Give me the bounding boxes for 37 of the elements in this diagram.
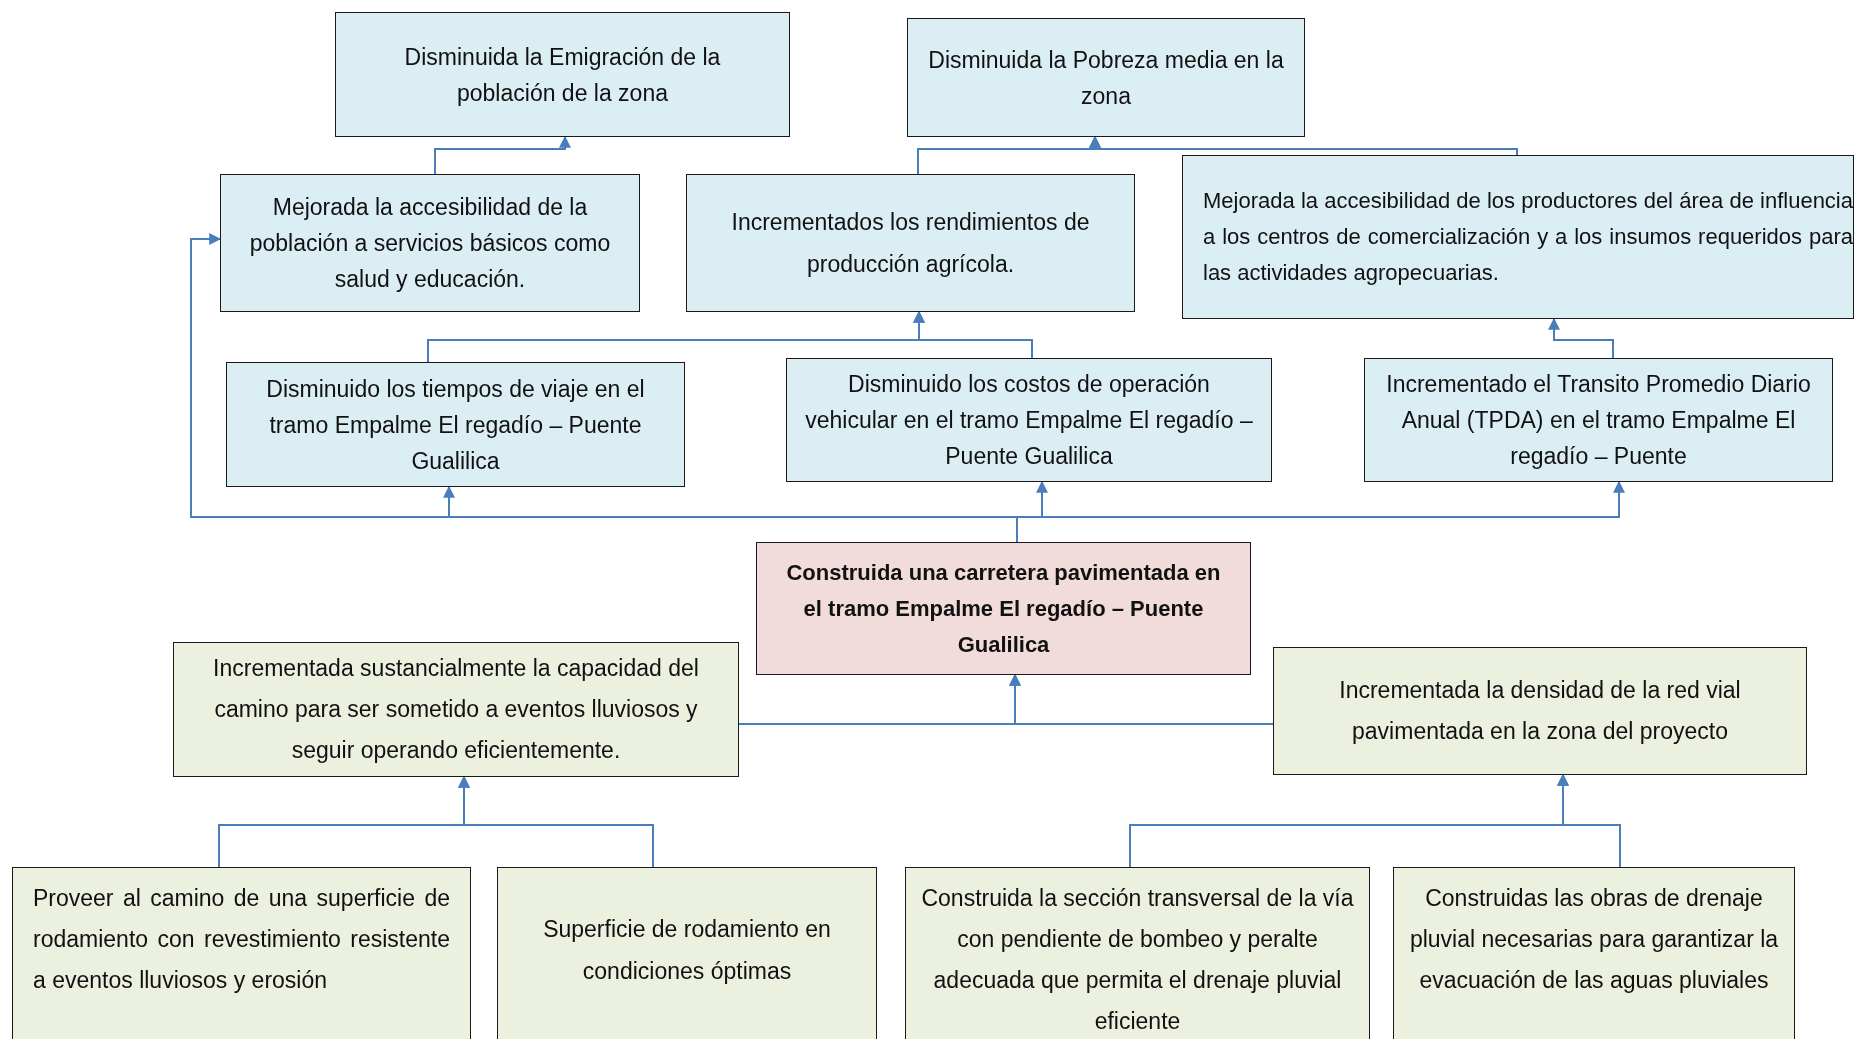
box-text: Disminuido los tiempos de viaje en el tramo Empalme El regadío – Puente Gualilica [265,374,646,476]
objective-box [905,867,1370,1039]
objective-box [12,867,471,1039]
objective-box [497,867,877,1039]
arrow [913,310,1033,359]
box-text: Construida una carretera pavimentada en el tramo Empalme El regadío – Puente Gualilica [785,558,1222,659]
arrow [1557,773,1621,868]
box-text: Construida la sección transversal de la vía con pendiente de bombeo y peralte adecuada que permita el drenaje pluvial eficiente [920,884,1355,1036]
objective-box [220,174,640,312]
box-text: Disminuida la Emigración de la población de la zona [403,42,722,108]
arrow [1548,317,1614,359]
objective-box [1364,358,1833,482]
objective-box [335,12,790,137]
box-text: Construidas las obras de drenaje pluvial necesarias para garantizar la evacuación de las aguas pluviales [1408,884,1780,995]
objective-box [1182,155,1854,319]
arrow [1089,135,1518,156]
goal-box [756,542,1251,675]
objective-box [907,18,1305,137]
box-text: Mejorada la accesibilidad de los productores del área de influencia a los centros de comercialización y a los insumos requeridos para las actividades agropecuarias. [1203,187,1853,287]
arrow [1009,673,1274,725]
objective-box [686,174,1135,312]
box-text: Disminuido los costos de operación vehicular en el tramo Empalme El regadío – Puente Gualilica [805,370,1253,471]
box-text: Incrementados los rendimientos de producción agrícola. [730,208,1091,279]
objective-box [226,362,685,487]
box-text: Incrementada la densidad de la red vial pavimentada en la zona del proyecto [1338,676,1742,746]
arrow [434,135,571,175]
objective-box [786,358,1272,482]
box-text: Superficie de rodamiento en condiciones óptimas [542,915,832,986]
box-text: Disminuida la Pobreza media en la zona [927,45,1285,111]
box-text: Proveer al camino de una superficie de rodamiento con revestimiento resistente a eventos lluviosos y erosión [33,884,450,995]
objective-box [1393,867,1795,1039]
objective-box [1273,647,1807,775]
box-text: Incrementada sustancialmente la capacidad del camino para ser sometido a eventos lluviosos y seguir operando eficientemente. [212,654,700,765]
arrow [458,775,654,868]
box-text: Mejorada la accesibilidad de la población a servicios básicos como salud y educación. [248,193,612,294]
objective-box [173,642,739,777]
box-text: Incrementado el Transito Promedio Diario Anual (TPDA) en el tramo Empalme El regadío – Puente [1385,370,1812,471]
